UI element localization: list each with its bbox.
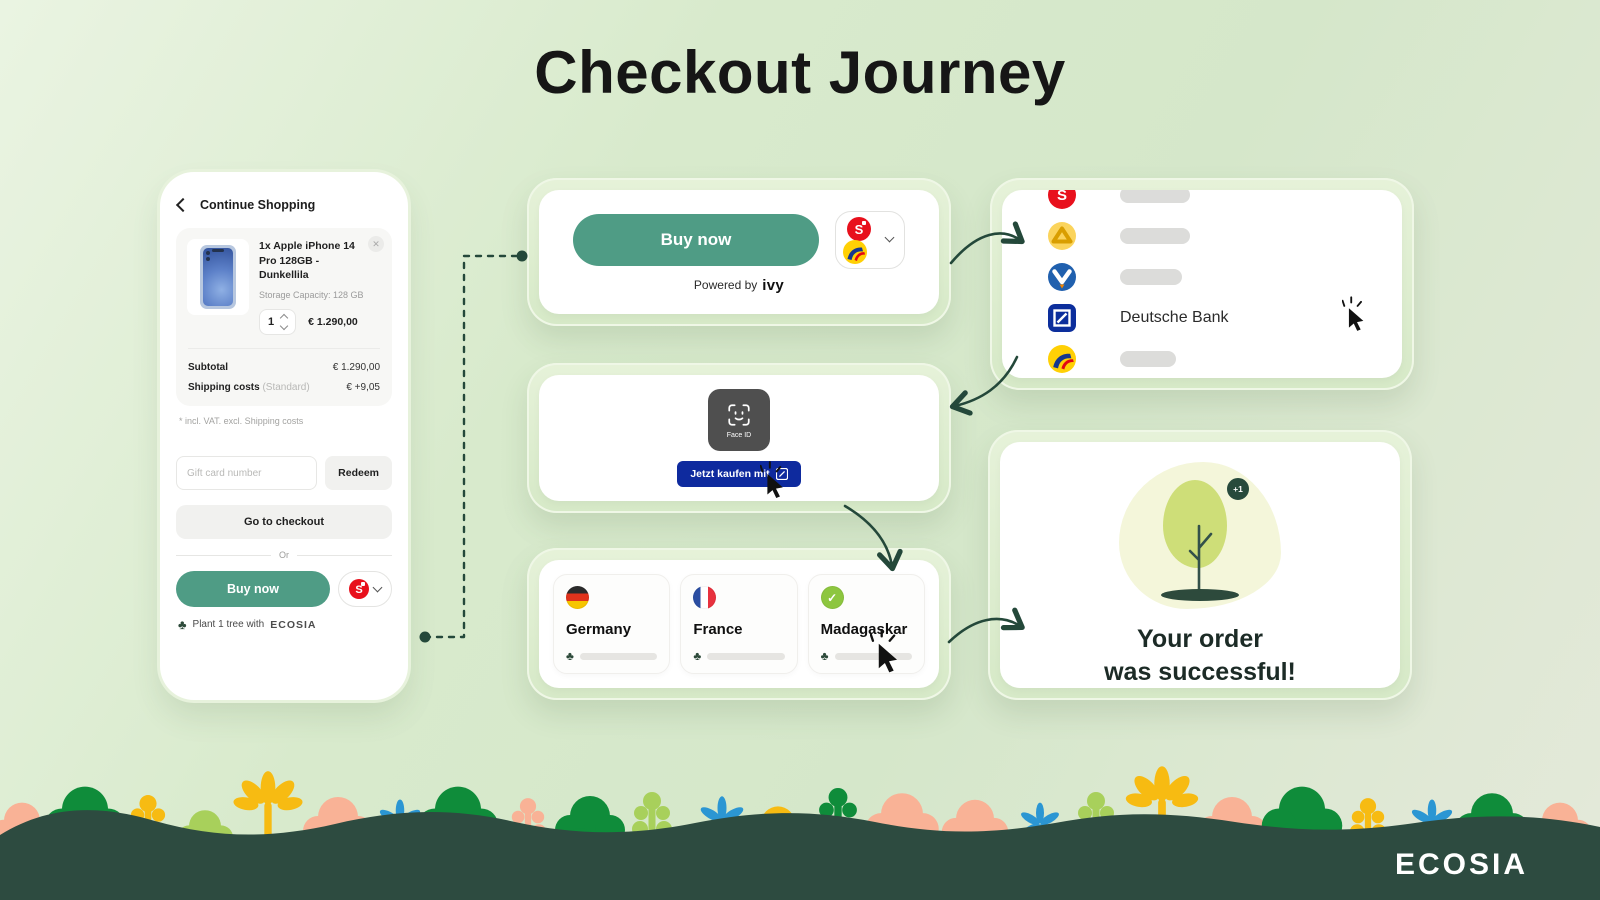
bank-name: Deutsche Bank bbox=[1120, 308, 1229, 326]
remove-item-button[interactable]: ✕ bbox=[368, 236, 384, 252]
country-name: Madagaskar bbox=[820, 621, 908, 638]
or-label: Or bbox=[279, 550, 289, 561]
buy-now-step-card: Buy now S Powered by ivy bbox=[527, 178, 951, 326]
bank-row-sparkasse[interactable]: S bbox=[1048, 190, 1378, 215]
volksbank-icon bbox=[1048, 262, 1076, 291]
buy-now-button-large[interactable]: Buy now bbox=[573, 213, 819, 266]
chevron-down-icon bbox=[372, 582, 383, 593]
country-tile-germany[interactable]: Germany ♣ bbox=[553, 574, 671, 674]
tree-icon: ♣ bbox=[693, 649, 702, 663]
stepper-down-icon[interactable] bbox=[279, 321, 289, 331]
sparkasse-icon: S bbox=[847, 216, 871, 241]
iphone-illustration bbox=[200, 245, 236, 309]
deutsche-bank-icon bbox=[775, 468, 788, 480]
bank-selection-card: S bbox=[990, 178, 1414, 390]
country-name: France bbox=[693, 621, 743, 638]
ecosia-logo: ECOSIA bbox=[1394, 848, 1528, 881]
product-price: € 1.290,00 bbox=[308, 316, 358, 329]
product-storage: Storage Capacity: 128 GB bbox=[259, 290, 364, 301]
selected-check-icon: ✓ bbox=[820, 586, 844, 609]
dashed-connector bbox=[419, 250, 528, 643]
yellow-bank-icon bbox=[1048, 344, 1076, 373]
skeleton-bar bbox=[579, 652, 658, 660]
footer-forest-illustration bbox=[0, 766, 1600, 900]
sparkasse-icon: S bbox=[349, 579, 369, 600]
bank-row-yellow-bank[interactable] bbox=[1048, 338, 1378, 378]
shipping-label: Shipping costs bbox=[188, 382, 260, 394]
germany-flag-icon bbox=[566, 586, 589, 609]
divider bbox=[188, 348, 380, 350]
yellow-bank-icon bbox=[843, 239, 867, 264]
quantity-stepper[interactable]: 1 bbox=[259, 309, 297, 336]
or-divider: Or bbox=[176, 550, 392, 560]
success-line2: was successful! bbox=[1104, 657, 1296, 686]
face-id-icon bbox=[728, 403, 750, 426]
product-image bbox=[187, 239, 249, 315]
face-id-step-card: Face ID Jetzt kaufen mit bbox=[527, 363, 951, 513]
product-name: 1x Apple iPhone 14 Pro 128GB - Dunkellil… bbox=[259, 240, 355, 282]
quantity-value: 1 bbox=[268, 316, 275, 329]
chevron-down-icon bbox=[884, 232, 895, 242]
france-flag-icon bbox=[693, 586, 717, 609]
tree-icon: ♣ bbox=[820, 649, 829, 663]
skeleton-bar bbox=[707, 652, 785, 660]
bank-dropdown[interactable]: S bbox=[835, 210, 905, 269]
shipping-note: (Standard) bbox=[262, 382, 310, 394]
buy-now-button[interactable]: Buy now bbox=[176, 571, 330, 608]
payment-method-selector[interactable]: S bbox=[338, 571, 392, 608]
continue-shopping-link[interactable]: Continue Shopping bbox=[175, 197, 390, 213]
country-tile-france[interactable]: France ♣ bbox=[680, 574, 798, 674]
back-chevron-icon bbox=[175, 197, 191, 213]
go-to-checkout-button[interactable]: Go to checkout bbox=[176, 505, 392, 540]
bank-row-deutsche-bank[interactable]: Deutsche Bank bbox=[1048, 297, 1378, 338]
redeem-button[interactable]: Redeem bbox=[325, 456, 392, 491]
skeleton-bar bbox=[1120, 190, 1190, 203]
order-success-card: +1 Your order was successful! bbox=[988, 430, 1412, 700]
face-id-tile: Face ID bbox=[708, 389, 770, 451]
shipping-value: € +9,05 bbox=[346, 382, 380, 394]
subtotal-label: Subtotal bbox=[188, 362, 228, 374]
powered-by-label: Powered by bbox=[693, 278, 758, 292]
skeleton-bar bbox=[1120, 227, 1190, 244]
subtotal-value: € 1.290,00 bbox=[332, 362, 380, 374]
country-tile-madagaskar[interactable]: ✓ Madagaskar ♣ bbox=[807, 574, 925, 674]
continue-shopping-label: Continue Shopping bbox=[200, 198, 316, 212]
tree-icon: ♣ bbox=[178, 617, 187, 633]
tree-icon: ♣ bbox=[566, 649, 574, 663]
face-id-label: Face ID bbox=[726, 431, 752, 439]
sparkasse-icon: S bbox=[1048, 190, 1076, 209]
skeleton-bar bbox=[1120, 268, 1182, 285]
phone-mockup: Continue Shopping 1x Apple iPhone 14 Pro… bbox=[160, 172, 408, 700]
plant-tree-note: Plant 1 tree with bbox=[192, 619, 265, 631]
country-name: Germany bbox=[566, 621, 632, 638]
bank-row-volksbank[interactable] bbox=[1048, 256, 1378, 297]
country-selection-card: Germany ♣ France ♣ ✓ Madagaskar ♣ bbox=[527, 548, 951, 700]
bank-row-commerzbank[interactable] bbox=[1048, 215, 1378, 256]
gift-card-input[interactable] bbox=[176, 456, 318, 491]
vat-note: * incl. VAT. excl. Shipping costs bbox=[179, 416, 304, 427]
success-message: Your order was successful! bbox=[1104, 623, 1296, 688]
success-line1: Your order bbox=[1137, 625, 1263, 653]
skeleton-bar bbox=[1120, 350, 1176, 367]
deutsche-bank-icon bbox=[1048, 303, 1076, 332]
footer-wave bbox=[0, 810, 1600, 900]
success-tree-illustration: +1 bbox=[1119, 462, 1281, 609]
jetzt-kaufen-button[interactable]: Jetzt kaufen mit bbox=[677, 461, 801, 487]
commerzbank-icon bbox=[1048, 221, 1076, 250]
cart-item-card: 1x Apple iPhone 14 Pro 128GB - Dunkellil… bbox=[176, 228, 392, 407]
page-title: Checkout Journey bbox=[534, 39, 1066, 106]
ivy-logo: ivy bbox=[762, 276, 785, 294]
plus-one-badge: +1 bbox=[1225, 476, 1251, 502]
skeleton-bar bbox=[834, 652, 912, 660]
jetzt-kaufen-label: Jetzt kaufen mit bbox=[690, 468, 770, 480]
ecosia-wordmark: ECOSIA bbox=[270, 618, 317, 631]
